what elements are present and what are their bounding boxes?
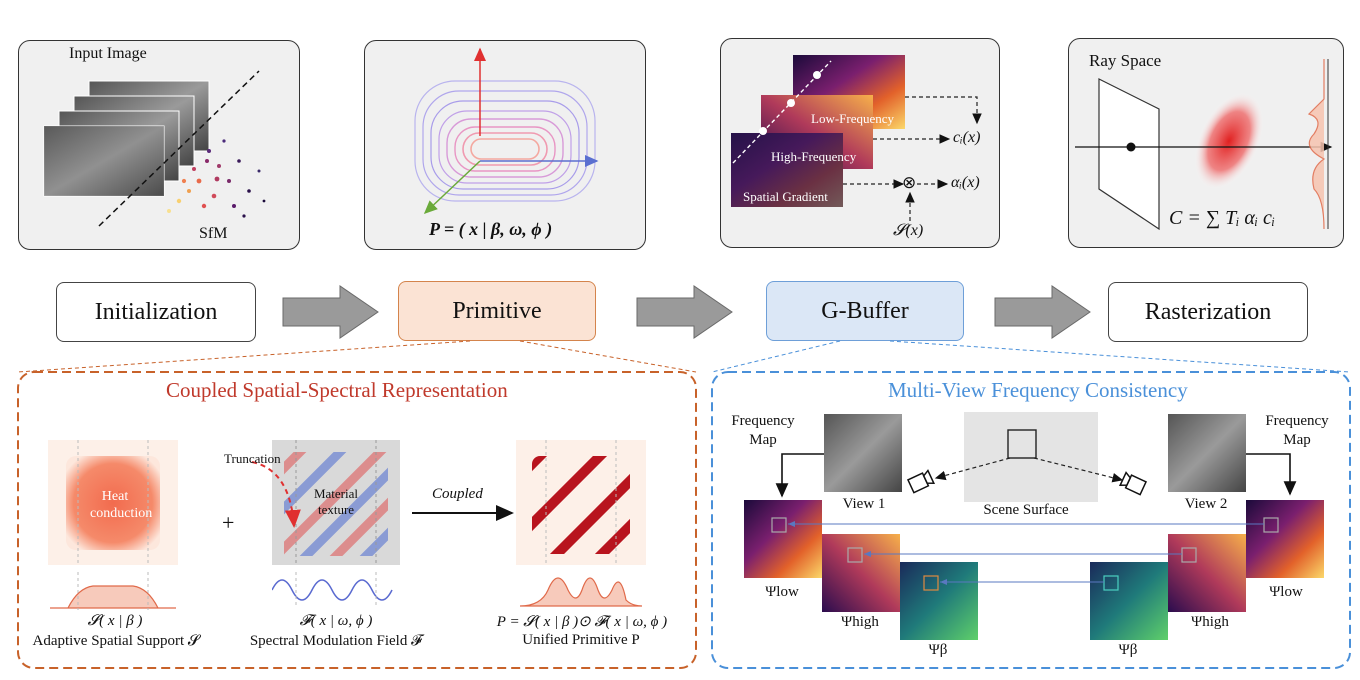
- coupled-label: Coupled: [432, 486, 483, 502]
- stage-primitive-label: Primitive: [452, 297, 542, 324]
- input-image-label: Input Image: [69, 45, 147, 62]
- psi-beta-right-label: Ψβ: [1118, 642, 1138, 658]
- psi-beta-left-label: Ψβ: [928, 642, 948, 658]
- consistency-diagram: [744, 412, 1324, 640]
- stage-rasterization[interactable]: Rasterization: [1108, 282, 1308, 342]
- init-illustration: [43, 70, 266, 227]
- spatial-support-figure: [48, 440, 178, 610]
- psi-low-left-map: [744, 500, 822, 578]
- psi-beta-right-map: [1090, 562, 1168, 640]
- low-to-ci-arrow: [905, 96, 982, 125]
- high-frequency-label: High-Frequency: [771, 149, 857, 164]
- material-texture-label: Material texture: [313, 486, 359, 517]
- stage-rasterization-label: Rasterization: [1144, 298, 1272, 325]
- otimes-symbol: ⊗: [902, 173, 917, 192]
- psi-low-right-map: [1246, 500, 1324, 578]
- gbuffer-illustration: [731, 55, 982, 221]
- psi-high-right-label: Ψhigh: [1191, 614, 1229, 630]
- right-section-title: Multi-View Frequency Consistency: [888, 378, 1188, 402]
- camera-right-icon: [1118, 471, 1148, 496]
- heat-conduction-label: Heat conduction: [90, 489, 153, 521]
- stage-initialization-label: Initialization: [94, 298, 218, 325]
- primitive-illustration: [414, 47, 599, 215]
- frequency-map-right-label: Frequency Map: [1265, 413, 1329, 448]
- raster-panel: Ray Space C = ∑ Tᵢ αᵢ cᵢ: [1068, 38, 1344, 248]
- input-image-stack: [43, 80, 210, 197]
- arrow-primitive-to-gbuffer: [636, 285, 733, 339]
- stage-gbuffer[interactable]: G-Buffer: [766, 281, 964, 341]
- alpha-label: αᵢ(x): [951, 174, 980, 191]
- scene-surface-label: Scene Surface: [983, 502, 1069, 518]
- f-caption: Spectral Modulation Field 𝓕: [249, 633, 423, 649]
- left-section-border: [17, 371, 697, 669]
- stage-initialization[interactable]: Initialization: [56, 282, 256, 342]
- f-formula: 𝓕( x | ω, ϕ ): [299, 613, 373, 629]
- psi-high-left-map: [822, 534, 900, 612]
- ray-origin-dot: [1126, 142, 1136, 152]
- y-axis-arrow: [423, 160, 481, 215]
- primitive-contours: [414, 80, 596, 202]
- sfm-point-cloud: [167, 139, 266, 218]
- spectral-field-figure: [272, 440, 400, 608]
- raster-formula: C = ∑ Tᵢ αᵢ cᵢ: [1169, 207, 1276, 229]
- s-caption: Adaptive Spatial Support 𝓢: [32, 633, 200, 649]
- primitive-panel: P = ( x | β, ω, ϕ ): [364, 40, 646, 250]
- stage-primitive[interactable]: Primitive: [398, 281, 596, 341]
- ray-dash-line: [732, 60, 832, 164]
- s-formula: 𝓢( x | β ): [87, 613, 143, 629]
- gaussian-blob: [1194, 92, 1264, 190]
- view2-image: [1168, 414, 1246, 492]
- view1-image: [824, 414, 902, 492]
- ci-label: cᵢ(x): [953, 129, 981, 146]
- view2-label: View 2: [1184, 496, 1228, 512]
- camera-left-icon: [906, 469, 936, 494]
- left-section-title: Coupled Spatial-Spectral Representation: [166, 378, 508, 402]
- raster-illustration: [1075, 59, 1333, 231]
- psi-high-right-map: [1168, 534, 1246, 612]
- psi-low-right-label: Ψlow: [1269, 584, 1303, 600]
- frequency-map-left-label: Frequency Map: [731, 413, 795, 448]
- psi-high-left-label: Ψhigh: [841, 614, 879, 630]
- arrow-gbuffer-to-raster: [994, 285, 1091, 339]
- s-label: 𝓢(x): [893, 222, 924, 239]
- primitive-formula: P = ( x | β, ω, ϕ ): [429, 219, 553, 239]
- low-frequency-label: Low-Frequency: [811, 111, 895, 126]
- plus-sign: +: [222, 510, 235, 535]
- sfm-label: SfM: [199, 225, 228, 242]
- spatial-gradient-label: Spatial Gradient: [743, 189, 828, 204]
- init-panel: Input Image SfM: [18, 40, 300, 250]
- coupled-arrow: [412, 505, 514, 521]
- gbuffer-panel: Low-Frequency High-Frequency Spatial Gra…: [720, 38, 1000, 248]
- truncation-arrow: [251, 461, 301, 528]
- p-caption: Unified Primitive P: [522, 632, 640, 648]
- psi-low-left-label: Ψlow: [765, 584, 799, 600]
- view1-label: View 1: [842, 496, 886, 512]
- right-section-border: [711, 371, 1351, 669]
- ray-plane: [1098, 78, 1160, 231]
- scene-surface-image: [964, 412, 1098, 502]
- stage-gbuffer-label: G-Buffer: [821, 297, 909, 324]
- p-formula: P = 𝓢( x | β )⊙ 𝓕( x | ω, ϕ ): [496, 614, 668, 630]
- psi-beta-left-map: [900, 562, 978, 640]
- density-profile: [1307, 59, 1326, 230]
- split-dash-line: [98, 70, 260, 227]
- truncation-label: Truncation: [224, 451, 281, 466]
- unified-primitive-figure: [516, 440, 646, 607]
- ray-space-title: Ray Space: [1089, 51, 1162, 70]
- arrow-init-to-primitive: [282, 285, 379, 339]
